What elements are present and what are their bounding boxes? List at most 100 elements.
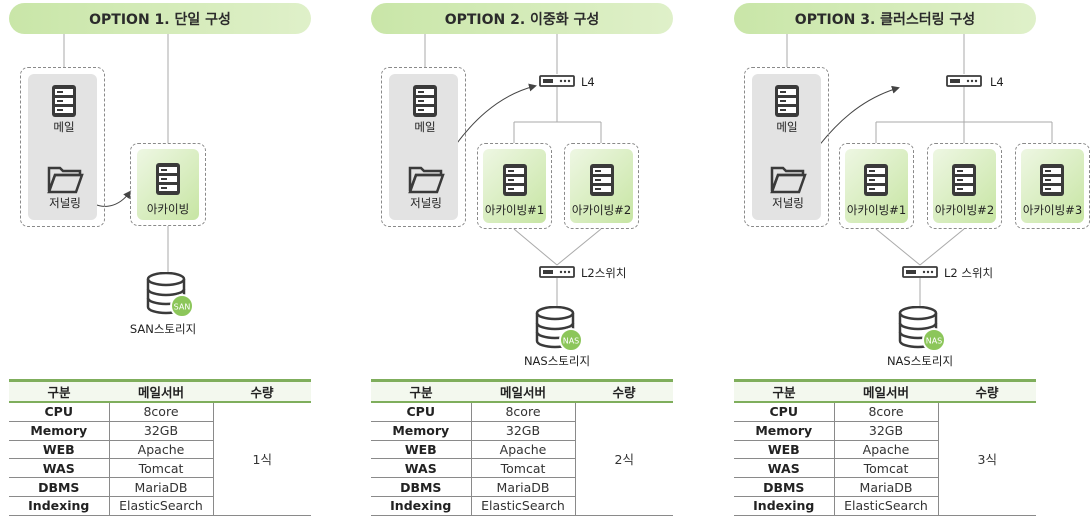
row-key: CPU [9,402,110,422]
row-key: WEB [371,440,472,460]
archive-label-1: 아카이빙#1 [484,203,545,217]
row-key: CPU [734,402,835,422]
san-storage-icon: SAN [146,272,194,318]
row-key: WEB [734,440,835,460]
journal-label: 저널링 [410,196,442,210]
archive-server-icon [156,163,180,195]
row-value: MariaDB [834,477,939,497]
row-value: ElasticSearch [834,496,939,516]
nas-storage-label: NAS스토리지 [886,354,954,368]
col-header: 메일서버 [109,379,213,403]
mail-label: 메일 [776,120,798,134]
row-key: DBMS [734,477,835,497]
archive-group-2 [564,143,639,229]
archive-label-2: 아카이빙#2 [934,203,995,217]
col-header: 메일서버 [471,379,575,403]
row-value: 32GB [109,421,214,441]
row-key: Indexing [9,496,110,516]
row-value: 8core [834,402,939,422]
archive-server-icon [1040,164,1064,196]
option1-title: OPTION 1. 단일 구성 [9,3,311,34]
san-badge: SAN [174,303,191,312]
journal-folder-icon [770,166,807,194]
journal-label: 저널링 [772,196,804,210]
col-header: 메일서버 [834,379,938,403]
row-key: Indexing [734,496,835,516]
mail-label: 메일 [53,120,75,134]
nas-badge: NAS [926,337,943,346]
qty-cell: 2식 [575,402,673,516]
l4-switch-icon [946,75,982,87]
l4-label: L4 [581,75,595,89]
row-key: WAS [734,458,835,479]
mail-label: 메일 [414,120,436,134]
option3-title: OPTION 3. 클러스터링 구성 [734,3,1036,34]
row-value: 32GB [834,421,939,441]
archive-server-icon [864,164,888,196]
row-value: Tomcat [109,458,214,479]
archive-label: 아카이빙 [146,202,190,216]
qty-cell: 3식 [938,402,1036,516]
row-value: ElasticSearch [109,496,214,516]
row-value: Tomcat [834,458,939,479]
journal-label: 저널링 [49,196,81,210]
mail-group [20,67,105,227]
row-value: 32GB [471,421,576,441]
row-value: MariaDB [109,477,214,497]
col-header: 구분 [9,379,109,403]
archive-group-1 [839,143,914,229]
san-storage-label: SAN스토리지 [129,322,197,336]
col-header: 수량 [938,379,1036,403]
row-key: DBMS [371,477,472,497]
row-value: Apache [834,440,939,460]
nas-storage-icon: NAS [535,306,583,352]
l2-switch-label: L2 스위치 [944,266,994,280]
archive-group-2 [927,143,1002,229]
row-key: Memory [9,421,110,441]
l2-switch-icon [902,266,938,278]
col-header: 구분 [734,379,834,403]
journal-folder-icon [408,166,445,194]
col-header: 수량 [213,379,311,403]
l4-switch-icon [539,75,575,87]
l2-switch-icon [539,266,575,278]
archive-label-2: 아카이빙#2 [571,203,632,217]
row-value: ElasticSearch [471,496,576,516]
archive-group-1 [477,143,552,229]
row-key: WAS [371,458,472,479]
row-value: Apache [471,440,576,460]
nas-storage-icon: NAS [898,306,946,352]
row-key: Memory [371,421,472,441]
qty-cell: 1식 [213,402,311,516]
archive-label-1: 아카이빙#1 [846,203,907,217]
option2-title: OPTION 2. 이중화 구성 [371,3,673,34]
mail-server-icon [52,85,76,117]
archive-server-icon [952,164,976,196]
row-value: 8core [109,402,214,422]
row-value: Tomcat [471,458,576,479]
row-key: Indexing [371,496,472,516]
journal-folder-icon [47,166,84,194]
col-header: 구분 [371,379,471,403]
nas-badge: NAS [563,337,580,346]
row-value: Apache [109,440,214,460]
archive-label-3: 아카이빙#3 [1022,203,1083,217]
nas-storage-label: NAS스토리지 [523,354,591,368]
col-header: 수량 [575,379,673,403]
archive-server-icon [590,164,614,196]
mail-group [381,67,466,227]
row-key: DBMS [9,477,110,497]
row-value: MariaDB [471,477,576,497]
mail-server-icon [775,85,799,117]
mail-group [744,67,829,227]
l2-switch-label: L2스위치 [581,266,627,280]
archive-group [130,143,206,226]
row-key: Memory [734,421,835,441]
archive-server-icon [503,164,527,196]
l4-label: L4 [990,75,1004,89]
row-key: WEB [9,440,110,460]
row-key: WAS [9,458,110,479]
